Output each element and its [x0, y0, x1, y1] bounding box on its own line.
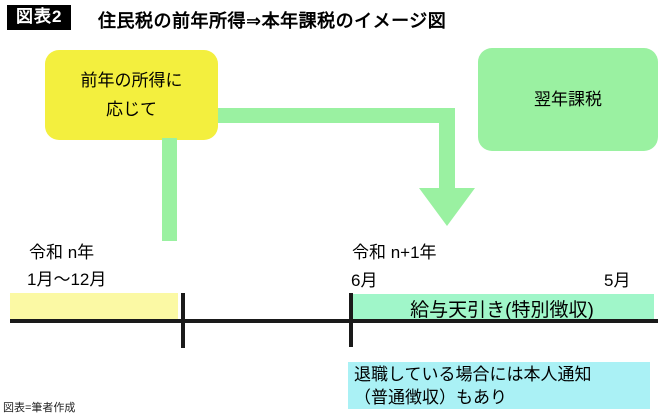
- timeline-tick-june: [349, 293, 353, 347]
- prior-income-line1: 前年の所得に: [80, 71, 183, 90]
- source-caption: 図表=筆者作成: [3, 402, 76, 414]
- year-n-drop-bar: [162, 138, 177, 241]
- prior-income-line2: 応じて: [106, 100, 157, 119]
- year-n1-end-month-label: 5月: [604, 271, 631, 290]
- next-year-tax-label: 翌年課税: [534, 90, 602, 109]
- special-collection-band-label: 給与天引き(特別徴収): [410, 299, 594, 321]
- flow-arrow-head-icon: [419, 188, 475, 226]
- year-n-income-band: [10, 293, 178, 320]
- year-n1-start-month-label: 6月: [351, 271, 378, 290]
- figure-tag-badge: 図表2: [7, 5, 72, 30]
- retired-note-box: 退職している場合には本人通知 （普通徴収）もあり: [348, 362, 650, 409]
- special-collection-band: 給与天引き(特別徴収): [350, 294, 654, 322]
- year-n-label: 令和 n年: [29, 243, 95, 262]
- retired-note-line2: （普通徴収）もあり: [354, 388, 507, 407]
- flow-arrow-horizontal-bar: [218, 108, 455, 123]
- next-year-tax-box: 翌年課税: [478, 48, 658, 151]
- prior-income-box: 前年の所得に 応じて: [45, 50, 218, 140]
- figure-title: 住民税の前年所得⇒本年課税のイメージ図: [98, 11, 447, 31]
- flow-arrow-vertical-bar: [439, 108, 455, 188]
- timeline-axis: [10, 319, 658, 323]
- timeline-tick-december: [181, 293, 185, 348]
- year-n1-label: 令和 n+1年: [352, 243, 437, 262]
- retired-note-line1: 退職している場合には本人通知: [354, 365, 592, 384]
- year-n-months-label: 1月〜12月: [27, 270, 107, 289]
